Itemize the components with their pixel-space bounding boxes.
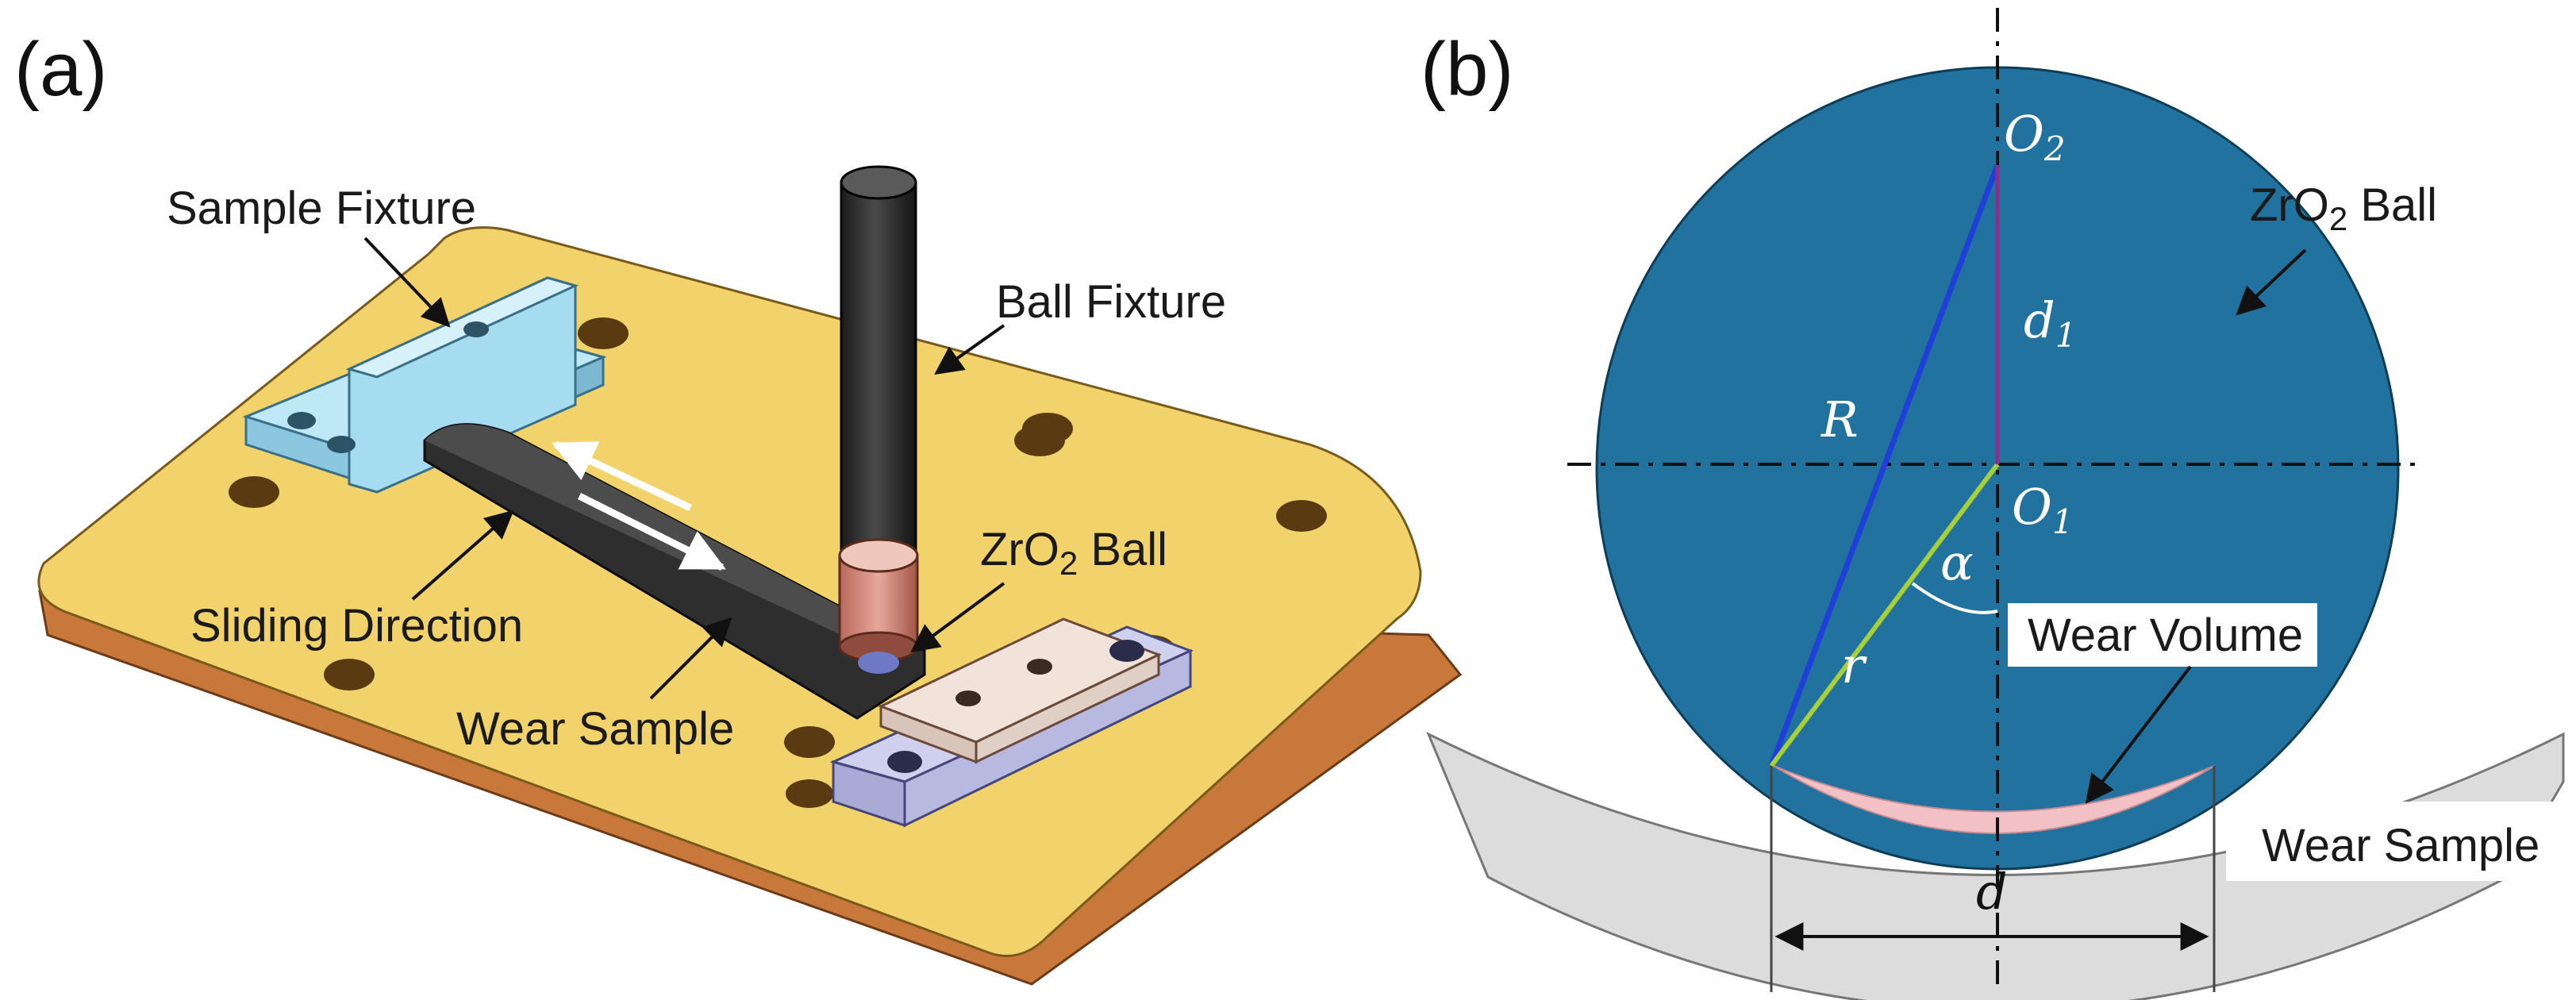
mount-hole (786, 779, 833, 808)
label-O1: O1 (2012, 478, 2074, 541)
radius-R-line (1768, 163, 2001, 767)
sample-clamp (829, 617, 1194, 828)
callouts-a: Sample Fixture Ball Fixture ZrO2 Ball Sl… (167, 183, 1226, 755)
label-alpha: α (1940, 533, 1974, 591)
callout-wear-sample-a: Wear Sample (456, 703, 734, 755)
radius-r-line (1769, 463, 2000, 767)
wear-sample-label-box (2226, 802, 2567, 881)
callout-sliding-direction: Sliding Direction (190, 600, 523, 652)
label-O2: O2 (2004, 105, 2066, 168)
mount-hole (784, 726, 835, 758)
callout-sample-fixture: Sample Fixture (167, 183, 476, 234)
callout-ball-fixture: Ball Fixture (996, 276, 1226, 328)
wear-volume-label-box (2008, 603, 2317, 667)
mount-hole (1276, 500, 1327, 532)
label-d: d (1976, 863, 2008, 921)
panel-b-label: (b) (1421, 27, 1513, 112)
mount-hole (578, 317, 629, 349)
label-d1: d1 (2024, 291, 2076, 355)
label-R: R (1821, 390, 1859, 448)
sliding-arrow-forward (577, 492, 726, 571)
panel-a: (a) (14, 27, 1463, 986)
panel-b: (b) O2 d1 R O1 α r d ZrO2 Ball (1421, 8, 2567, 1000)
mount-hole (1014, 425, 1065, 456)
sliding-arrow-back (552, 440, 692, 512)
mount-hole (229, 476, 279, 508)
callout-zro2-ball-b: ZrO2 Ball (2250, 179, 2437, 237)
wear-sample-a (423, 423, 926, 720)
callout-wear-volume: Wear Volume (2028, 610, 2303, 661)
mount-hole (324, 659, 375, 690)
panel-a-label: (a) (14, 27, 107, 112)
zro2-ball-a (858, 652, 899, 674)
sample-fixture (242, 276, 607, 494)
ball-fixture (838, 165, 919, 674)
callout-wear-sample-b: Wear Sample (2262, 820, 2539, 871)
wear-sample-b (1426, 731, 2565, 1000)
alpha-arc (1911, 582, 1998, 614)
label-r: r (1841, 637, 1867, 694)
callout-zro2-ball-a: ZrO2 Ball (980, 524, 1167, 582)
